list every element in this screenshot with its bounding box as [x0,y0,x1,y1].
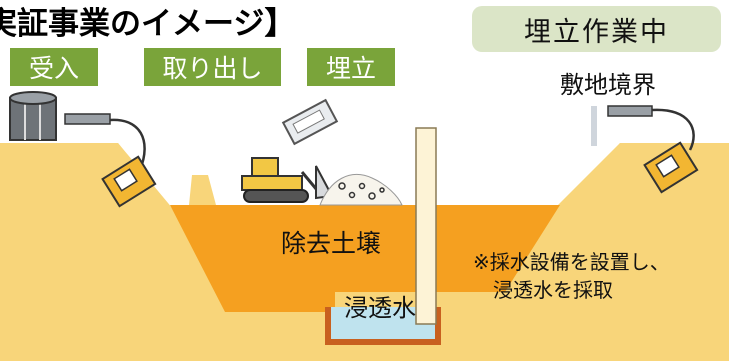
monitor-right-icon [607,105,699,194]
removed-soil-layer [170,205,560,312]
rubble-pile [319,173,403,206]
sampling-note-line1: ※採水設備を設置し、 [473,250,670,274]
boundary-pole [591,106,597,146]
removed-soil-label: 除去土壌 [281,229,382,258]
bulldozer-icon [241,157,334,203]
step-receive: 受入 [10,48,98,86]
sampling-pipe [415,127,437,325]
step-takeout: 取り出し [144,48,281,86]
sampling-note-line2: 浸透水を採取 [493,278,613,302]
drum-icon [9,91,57,141]
monitor-left-icon [64,113,157,208]
site-boundary-label: 敷地境界 [560,71,656,99]
soil-bag-icon [281,98,339,146]
step-landfill: 埋立 [307,48,395,86]
sampling-note: ※採水設備を設置し、 浸透水を採取 [473,248,670,304]
page-title: 実証事業のイメージ】 [0,6,296,42]
status-badge: 埋立作業中 [472,6,721,52]
leachate-label: 浸透水 [344,294,416,322]
